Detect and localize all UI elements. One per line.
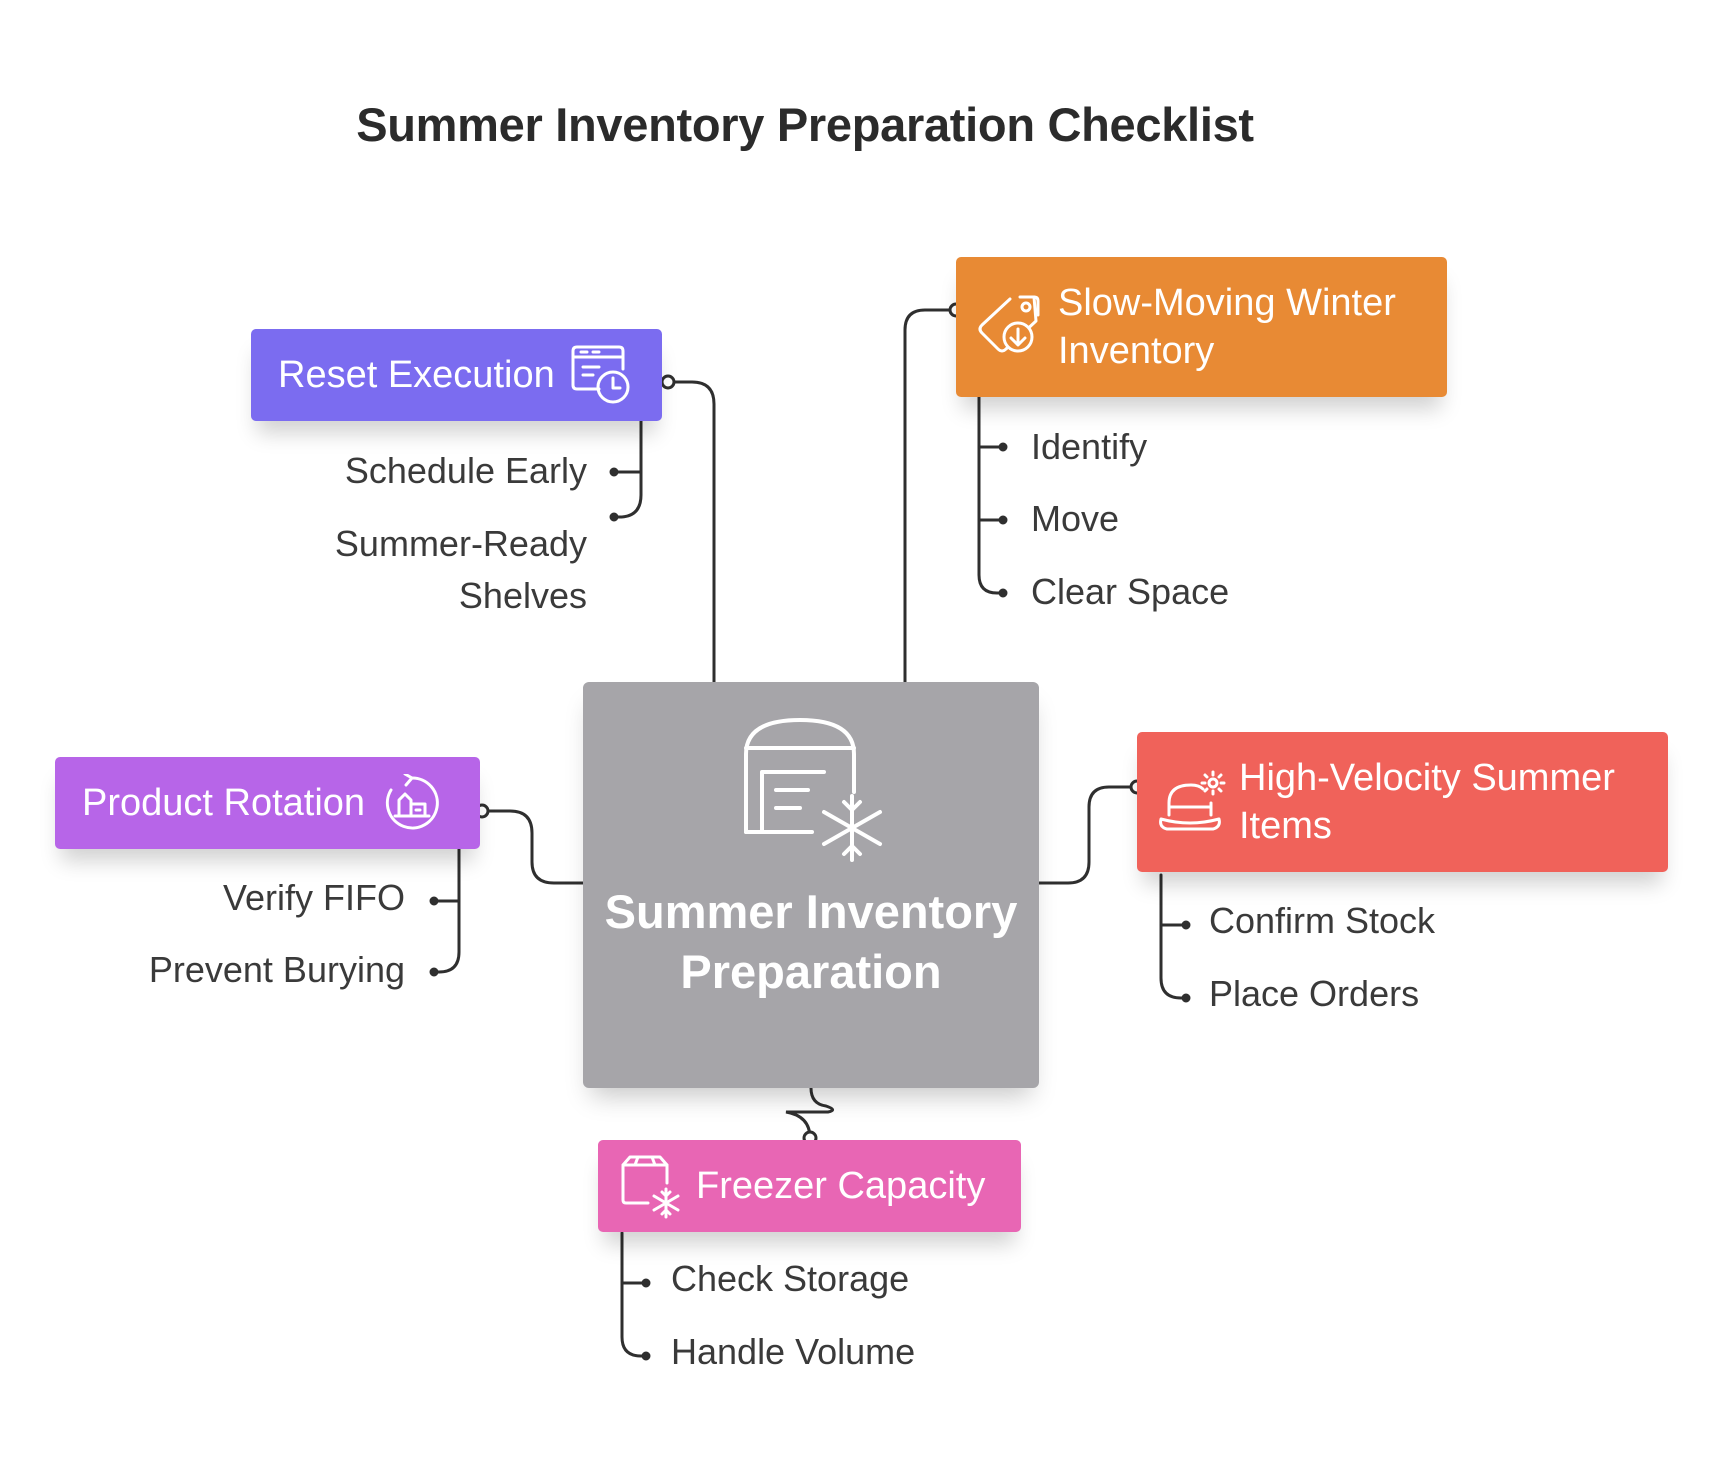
category-label: Reset Execution <box>278 354 555 396</box>
list-item: Prevent Burying <box>148 949 405 990</box>
list-item: Check Storage <box>671 1258 910 1299</box>
category-high-velocity-summer-items: High-Velocity Summer Items <box>1137 732 1668 872</box>
sun-hat-icon <box>1159 770 1226 831</box>
rotation-icon <box>385 774 439 830</box>
category-label: Freezer Capacity <box>696 1165 986 1207</box>
list-item: Verify FIFO <box>222 877 405 918</box>
category-freezer-capacity: Freezer Capacity <box>598 1140 1021 1232</box>
category-label: High-Velocity Summer Items <box>1239 757 1615 847</box>
list-item: Summer-Ready Shelves <box>334 523 587 616</box>
center-hub: Summer Inventory Preparation <box>583 682 1039 1088</box>
list-item: Confirm Stock <box>1209 900 1436 941</box>
list-item: Place Orders <box>1209 973 1420 1014</box>
freezer-box-icon <box>621 1155 680 1219</box>
page-title: Summer Inventory Preparation Checklist <box>356 98 1254 151</box>
category-slow-moving-winter-inventory: Slow-Moving Winter Inventory <box>956 257 1447 397</box>
list-item: Move <box>1031 498 1120 539</box>
category-reset-execution: Reset Execution <box>251 329 662 421</box>
center-label: Summer Inventory Preparation <box>604 885 1018 998</box>
list-item: Identify <box>1031 426 1148 467</box>
list-item: Handle Volume <box>671 1331 916 1372</box>
category-label: Slow-Moving Winter Inventory <box>1058 282 1396 372</box>
freezer-snowflake-icon <box>744 718 882 862</box>
tag-download-icon <box>978 295 1040 353</box>
list-item: Clear Space <box>1031 571 1230 612</box>
calendar-clock-icon <box>571 345 630 404</box>
list-item: Schedule Early <box>344 450 587 491</box>
category-label: Product Rotation <box>82 782 366 824</box>
category-product-rotation: Product Rotation <box>55 757 480 849</box>
